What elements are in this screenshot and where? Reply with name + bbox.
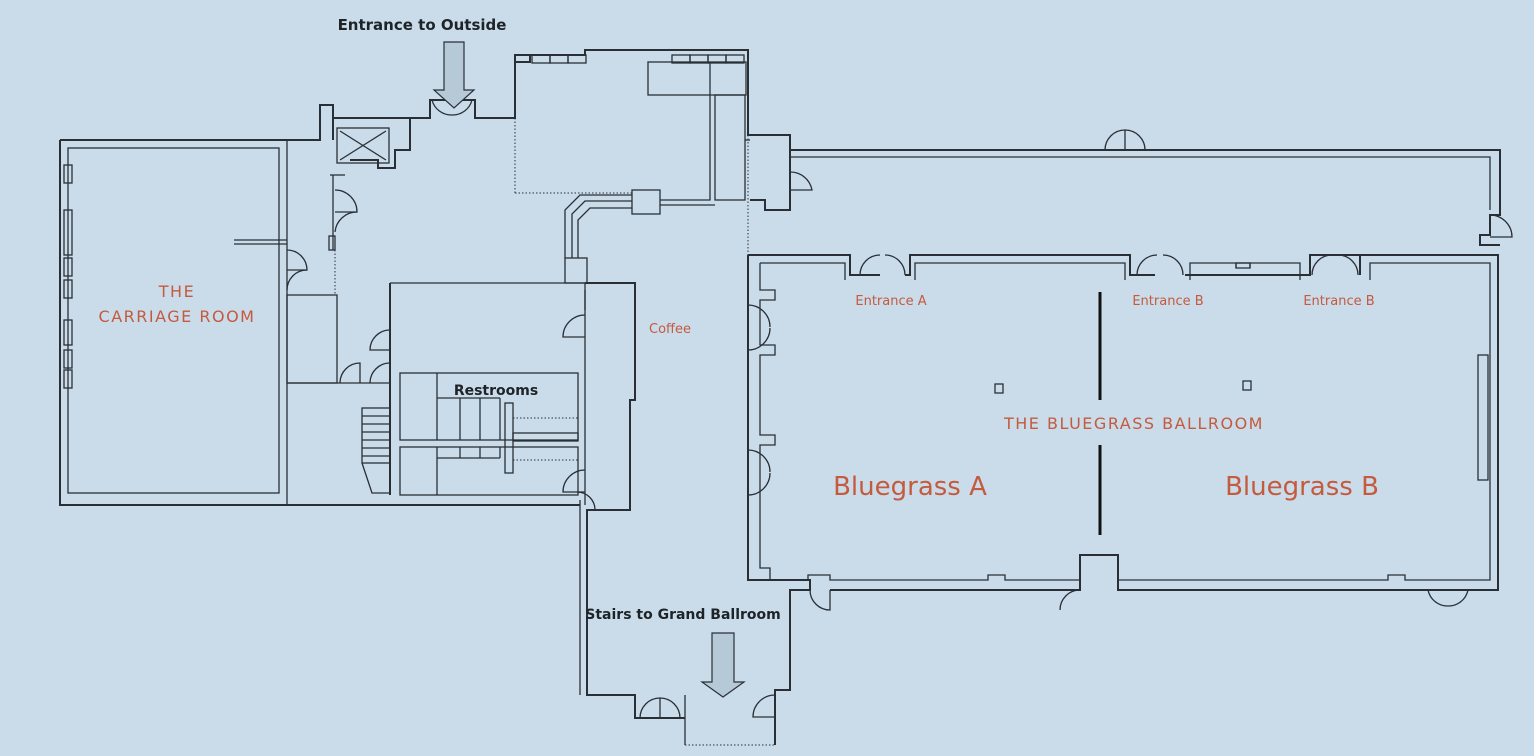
stairs[interactable] xyxy=(361,407,391,494)
elevator-area xyxy=(328,54,530,251)
stairs-arrow-icon xyxy=(700,632,746,698)
stairs-grand-ballroom-label[interactable]: Stairs to Grand Ballroom xyxy=(585,607,780,623)
entrance-a-label[interactable]: Entrance A xyxy=(855,294,926,309)
entrance-b-label-1[interactable]: Entrance B xyxy=(1132,294,1203,309)
entrance-arrow-icon xyxy=(432,41,476,109)
restrooms-label[interactable]: Restrooms xyxy=(454,383,538,399)
bluegrass-ballroom[interactable] xyxy=(747,129,1513,611)
central-corridor xyxy=(562,255,831,746)
coffee-label: Coffee xyxy=(649,322,691,337)
outside-entrance-doors[interactable] xyxy=(431,99,473,116)
entrance-outside-label: Entrance to Outside xyxy=(338,16,507,34)
bluegrass-a-label[interactable]: Bluegrass A xyxy=(833,472,987,502)
carriage-room[interactable] xyxy=(59,104,580,506)
carriage-room-label-line2[interactable]: CARRIAGE ROOM xyxy=(99,307,256,326)
entrance-b-label-2[interactable]: Entrance B xyxy=(1303,294,1374,309)
bluegrass-b-label[interactable]: Bluegrass B xyxy=(1225,472,1379,502)
back-of-house xyxy=(514,49,813,284)
carriage-room-label-line1[interactable]: THE xyxy=(158,282,195,301)
carriage-side-rooms xyxy=(286,249,391,384)
bluegrass-ballroom-label[interactable]: THE BLUEGRASS BALLROOM xyxy=(1003,414,1264,433)
